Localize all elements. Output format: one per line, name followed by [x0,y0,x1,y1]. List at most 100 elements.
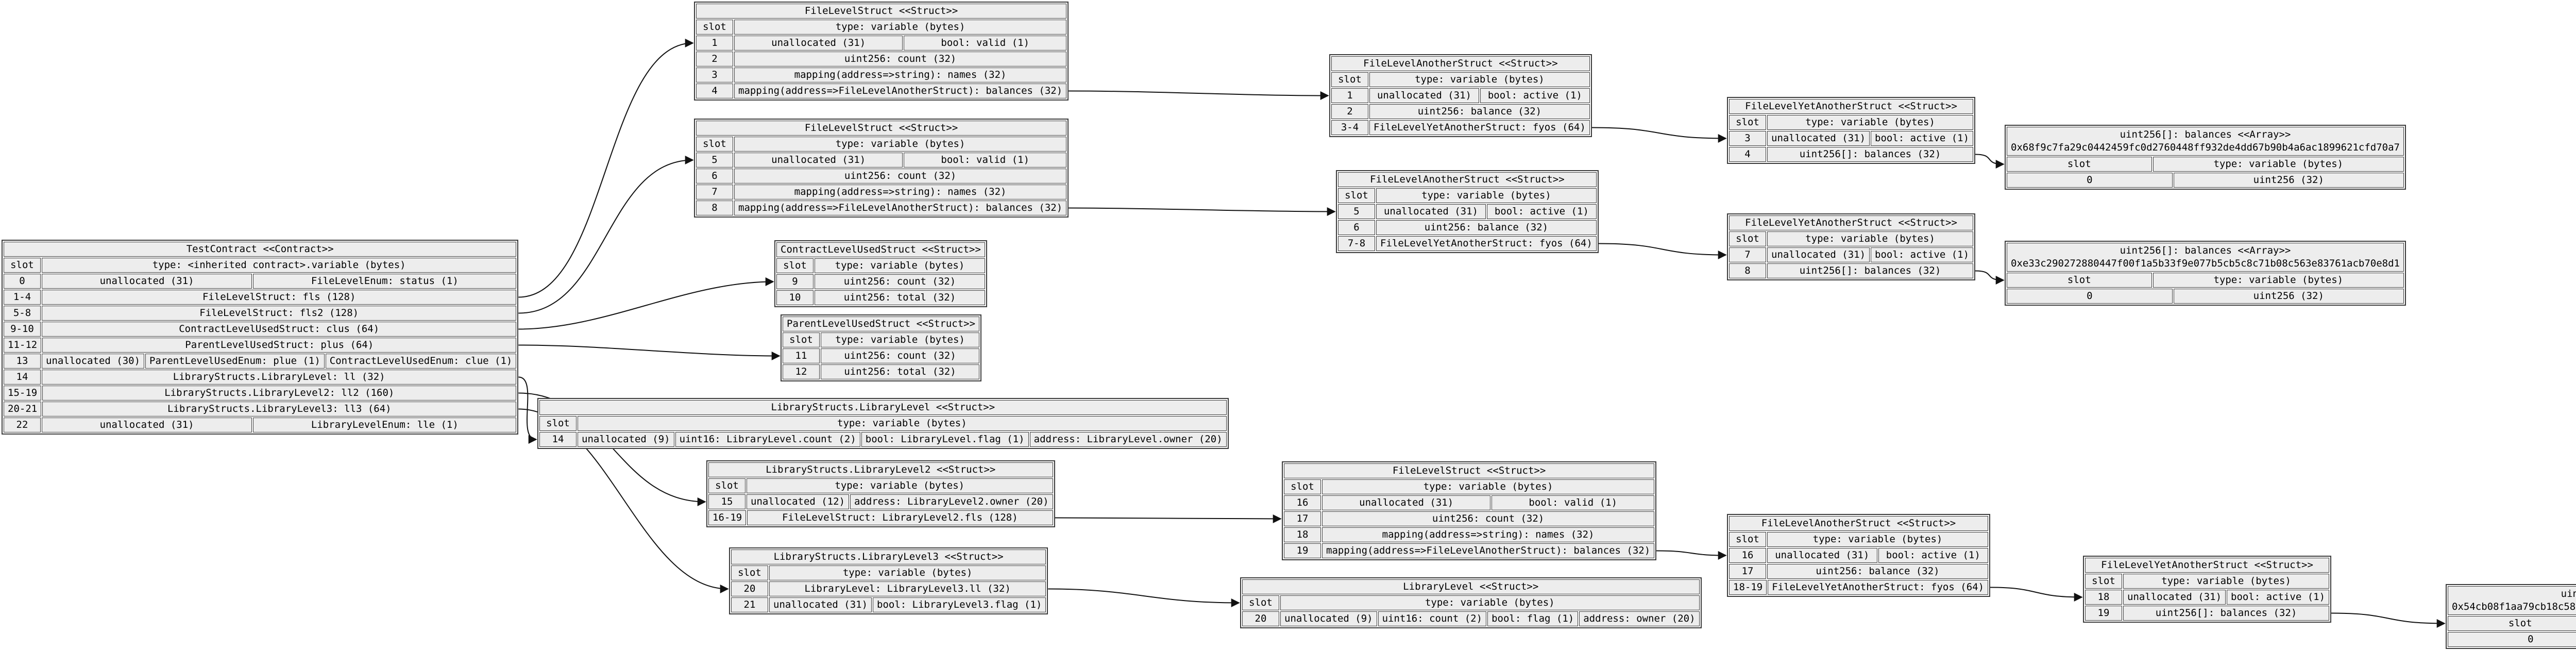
node-title: ParentLevelUsedStruct <<Struct>> [783,316,980,331]
edge-test-contract-slot1-4-to-fls [518,39,694,298]
variable-cell: FileLevelYetAnotherStruct: fyos (64) [1376,236,1597,251]
variable-cell: bool: active (1) [1871,131,1974,146]
node-title: LibraryStructs.LibraryLevel2 <<Struct>> [708,462,1053,477]
node-title-row: uint256[]: balances <<Array>>0xe33c29027… [2007,243,2404,272]
variable-cell: unallocated (9) [1280,611,1377,626]
variable-cell: mapping(address=>FileLevelAnotherStruct)… [1322,543,1655,558]
node-title-row: FileLevelStruct <<Struct>> [696,4,1067,19]
variable-cell: unallocated (31) [42,274,252,289]
variable-cell: ParentLevelUsedEnum: plue (1) [145,354,325,369]
edge-fls-slot4-to-flas-top [1069,90,1329,100]
node-title-row: uint256[]: balances <<Array>>0x68f9c7fa2… [2007,127,2404,156]
slot-number-cell: 2 [1331,104,1368,119]
node-title: FileLevelAnotherStruct <<Struct>> [1729,516,1989,531]
variable-cell: unallocated (31) [2123,590,2226,605]
header-slot-cell: slot [1729,231,1766,246]
variable-cell: bool: active (1) [1878,548,1989,563]
variable-cell: uint16: LibraryLevel.count (2) [675,432,860,447]
edge-ll2-slot16-19-to-fls3 [1055,514,1282,523]
variable-cell: bool: valid (1) [1492,495,1655,510]
slot-number-cell: 22 [4,418,41,432]
variable-cell: mapping(address=>string): names (32) [734,185,1067,199]
header-slot-cell: slot [2007,157,2152,172]
array-slot-hash: 0x68f9c7fa29c0442459fc0d2760448ff932de4d… [2011,142,2400,153]
header-type-cell: type: variable (bytes) [1376,188,1597,203]
header-type-cell: type: variable (bytes) [821,332,980,347]
header-slot-cell: slot [2007,273,2152,288]
slot-number-cell: 7 [1729,247,1766,262]
header-type-cell: type: variable (bytes) [2123,574,2330,589]
header-type-cell: type: variable (bytes) [815,258,985,273]
slot-number-cell: 6 [696,169,733,184]
variable-cell: FileLevelStruct: fls (128) [42,290,517,305]
slot-number-cell: 11 [783,348,820,363]
header-type-cell: type: variable (bytes) [1280,595,1700,610]
node-ll: LibraryStructs.LibraryLevel <<Struct>>sl… [537,398,1229,449]
variable-cell: mapping(address=>string): names (32) [1322,527,1655,542]
variable-cell: FileLevelYetAnotherStruct: fyos (64) [1369,120,1590,135]
variable-cell: address: LibraryLevel2.owner (20) [850,494,1053,509]
node-flyas-bottom: FileLevelYetAnotherStruct <<Struct>>slot… [2083,556,2332,623]
slot-number-cell: 16 [1729,548,1766,563]
slot-number-cell: 19 [2085,606,2122,621]
variable-cell: uint256: count (32) [734,52,1067,66]
header-slot-cell: slot [708,478,745,493]
header-slot-cell: slot [776,258,814,273]
variable-cell: unallocated (31) [1369,88,1479,103]
variable-cell: unallocated (31) [734,36,903,51]
node-title: LibraryLevel <<Struct>> [1242,579,1700,594]
node-title-row: FileLevelStruct <<Struct>> [696,121,1067,136]
slot-number-cell: 17 [1729,564,1766,579]
header-slot-cell: slot [731,565,768,580]
slot-number-cell: 17 [1284,511,1321,526]
node-title-row: FileLevelYetAnotherStruct <<Struct>> [1729,99,1974,114]
header-slot-cell: slot [539,416,577,431]
variable-cell: unallocated (31) [1322,495,1491,510]
variable-cell: unallocated (31) [1767,247,1870,262]
variable-cell: unallocated (31) [42,418,252,432]
slot-number-cell: 4 [696,84,733,98]
slot-number-cell: 1-4 [4,290,41,305]
slot-number-cell: 18 [1284,527,1321,542]
slot-number-cell: 10 [776,290,814,305]
header-slot-cell: slot [1242,595,1279,610]
node-title-row: LibraryLevel <<Struct>> [1242,579,1700,594]
slot-number-cell: 7 [696,185,733,199]
variable-cell: mapping(address=>string): names (32) [734,68,1067,82]
node-title: TestContract <<Contract>> [4,242,517,257]
variable-cell: address: owner (20) [1579,611,1700,626]
slot-number-cell: 3 [1729,131,1766,146]
header-slot-cell: slot [2448,616,2576,631]
slot-number-cell: 14 [539,432,577,447]
variable-cell: mapping(address=>FileLevelAnotherStruct)… [734,84,1067,98]
header-type-cell: type: variable (bytes) [769,565,1046,580]
node-title-line1: uint256[]: balances <<Array>> [2120,245,2291,256]
variable-cell: ContractLevelUsedStruct: clus (64) [42,322,517,337]
variable-cell: LibraryStructs.LibraryLevel3: ll3 (64) [42,402,517,416]
slot-number-cell: 16-19 [708,510,747,525]
header-slot-cell: slot [1331,72,1368,87]
edge-ll3-slot20-to-ll-bottom [1048,588,1240,607]
header-type-cell: type: variable (bytes) [1369,72,1590,87]
edge-test-contract-slot14-to-ll [518,376,537,444]
variable-cell: bool: valid (1) [904,153,1067,168]
node-title: uint256[]: balances <<Array>>0x54cb08f1a… [2448,586,2576,615]
